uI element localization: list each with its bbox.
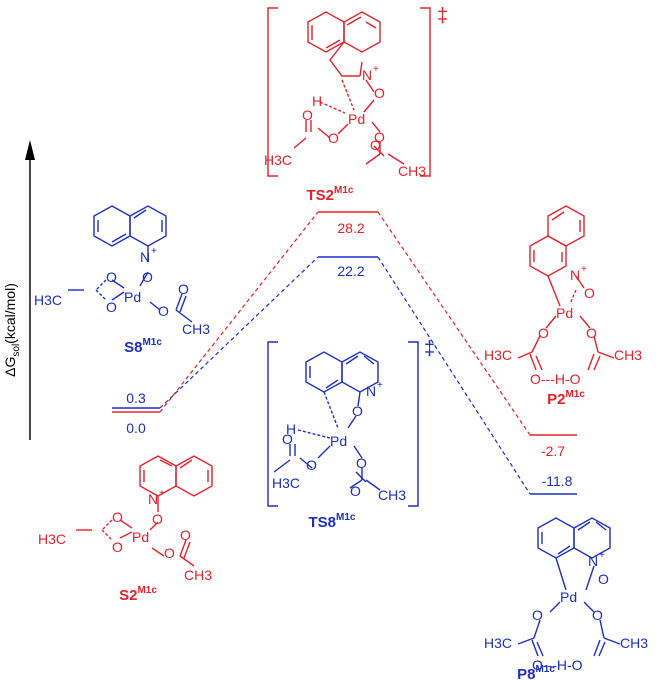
svg-text:N: N <box>570 267 580 283</box>
svg-text:CH3: CH3 <box>398 163 426 179</box>
svg-text:O: O <box>374 129 385 145</box>
svg-text:+: + <box>599 550 605 561</box>
svg-text:N: N <box>140 249 150 265</box>
svg-text:O: O <box>306 457 317 473</box>
svg-text:H: H <box>312 93 322 109</box>
svg-text:N: N <box>148 491 158 507</box>
svg-text:N: N <box>362 67 372 83</box>
svg-text:O: O <box>374 85 385 101</box>
svg-text:Pd: Pd <box>556 305 573 321</box>
level-value-ts8: 22.2 <box>337 263 364 279</box>
level-value-ts2: 28.2 <box>337 220 364 236</box>
structure-s8-labels: N + O H3C O O Pd O O CH3 <box>34 246 210 337</box>
svg-text:O: O <box>142 269 153 285</box>
svg-text:O: O <box>352 403 363 419</box>
level-value-p2: -2.7 <box>541 443 565 459</box>
svg-text:CH3: CH3 <box>184 567 212 583</box>
structure-p2-labels: N + O Pd O O H3C CH3 O---H-O <box>484 264 642 387</box>
structure-p8-labels: N + O Pd O O H3C CH3 O---H-O <box>484 550 648 673</box>
svg-text:O: O <box>152 511 163 527</box>
svg-text:O: O <box>180 527 191 543</box>
svg-text:O: O <box>532 607 543 623</box>
svg-text:N: N <box>588 553 598 569</box>
svg-text:O: O <box>106 269 117 285</box>
label-s8: S8M1c <box>124 337 162 356</box>
svg-text:H3C: H3C <box>484 635 512 651</box>
svg-text:Pd: Pd <box>560 589 577 605</box>
svg-text:O: O <box>356 455 367 471</box>
path-blue <box>159 256 531 495</box>
svg-text:O---H-O: O---H-O <box>530 371 581 387</box>
svg-text:‡: ‡ <box>437 5 448 27</box>
svg-text:H3C: H3C <box>38 531 66 547</box>
svg-text:O: O <box>112 539 123 555</box>
structure-s2-labels: N + O H3C O O Pd O O CH3 <box>38 488 212 583</box>
level-value-p8: -11.8 <box>542 473 573 489</box>
structure-ts2-labels: N + O H Pd O O O O H3C CH3 ‡ <box>264 5 448 179</box>
structure-ts8 <box>267 341 419 507</box>
structure-ts2 <box>267 7 431 177</box>
svg-text:H3C: H3C <box>484 347 512 363</box>
svg-text:O: O <box>538 325 549 341</box>
label-p8: P8M1c <box>517 664 555 681</box>
level-value-s2: 0.0 <box>126 420 146 436</box>
svg-text:CH3: CH3 <box>378 487 406 503</box>
svg-text:+: + <box>581 264 587 275</box>
structure-p8 <box>517 517 621 657</box>
svg-text:Pd: Pd <box>330 433 347 449</box>
svg-text:O: O <box>328 130 339 146</box>
svg-text:+: + <box>377 380 383 391</box>
svg-text:N: N <box>366 383 376 399</box>
structure-ts8-labels: N + O H Pd O O O O H3C CH3 ‡ <box>272 338 435 503</box>
label-p2: P2M1c <box>547 389 585 408</box>
svg-text:H3C: H3C <box>34 292 62 308</box>
svg-text:O: O <box>282 431 293 447</box>
svg-text:Pd: Pd <box>348 111 365 127</box>
svg-text:O: O <box>584 285 595 301</box>
svg-text:O: O <box>350 483 361 499</box>
structure-p2 <box>517 205 615 371</box>
y-axis <box>25 140 35 440</box>
svg-text:CH3: CH3 <box>182 321 210 337</box>
svg-text:H: H <box>286 421 296 437</box>
svg-text:CH3: CH3 <box>614 347 642 363</box>
svg-text:+: + <box>373 64 379 75</box>
svg-text:O: O <box>112 509 123 525</box>
svg-text:O---H-O: O---H-O <box>532 657 583 673</box>
svg-text:O: O <box>592 607 603 623</box>
svg-text:Pd: Pd <box>124 289 141 305</box>
svg-text:O: O <box>370 137 381 153</box>
svg-text:O: O <box>302 107 313 123</box>
structure-s8 <box>68 205 193 323</box>
path-red <box>159 211 531 436</box>
svg-text:CH3: CH3 <box>620 635 648 651</box>
label-s2: S2M1c <box>119 585 157 604</box>
level-value-s8: 0.3 <box>126 390 146 406</box>
svg-text:O: O <box>598 571 609 587</box>
y-axis-label: ΔGsol(kcal/mol) <box>2 283 22 377</box>
label-ts2: TS2M1c <box>307 185 354 204</box>
svg-text:+: + <box>151 246 157 257</box>
svg-text:‡: ‡ <box>424 338 435 360</box>
svg-text:Pd: Pd <box>132 529 149 545</box>
svg-text:O: O <box>586 325 597 341</box>
svg-text:O: O <box>164 545 175 561</box>
svg-text:H3C: H3C <box>264 152 292 168</box>
svg-text:H3C: H3C <box>272 475 300 491</box>
svg-text:ΔGsol(kcal/mol): ΔGsol(kcal/mol) <box>2 283 22 377</box>
label-ts8: TS8M1c <box>309 512 356 531</box>
svg-text:O: O <box>106 299 117 315</box>
svg-text:+: + <box>159 488 165 499</box>
svg-text:O: O <box>158 303 169 319</box>
structure-s2 <box>76 455 213 567</box>
svg-text:O: O <box>178 281 189 297</box>
